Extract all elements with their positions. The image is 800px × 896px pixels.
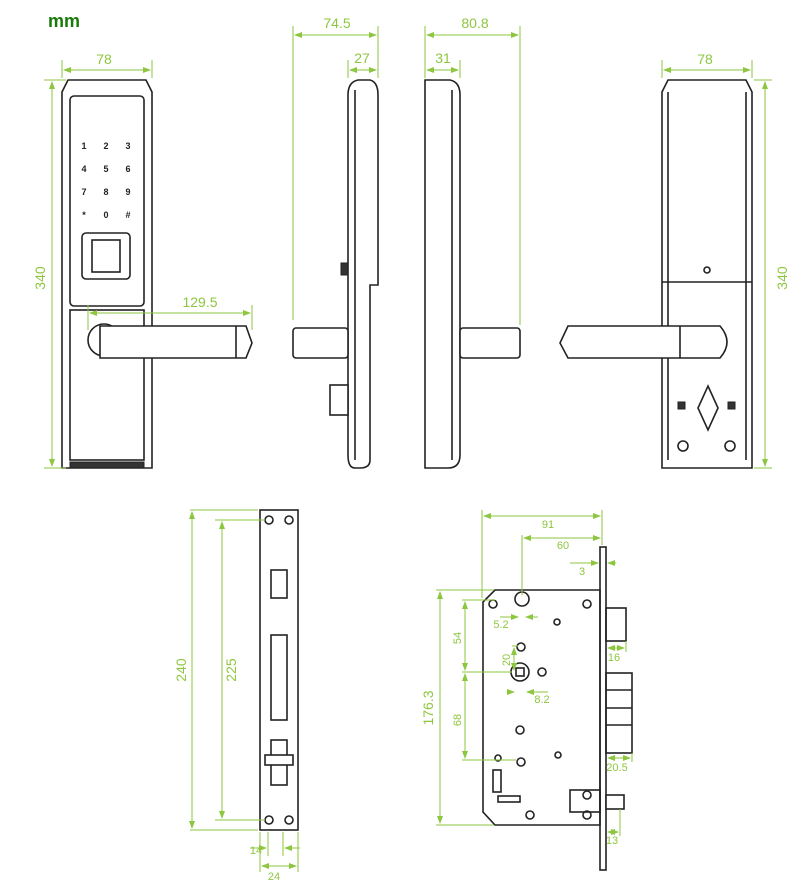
side-view-outer: 80.8 31 bbox=[424, 15, 521, 469]
keypad-key: 9 bbox=[125, 187, 130, 197]
handle bbox=[99, 325, 253, 359]
hole-spacing-label: 225 bbox=[223, 658, 239, 682]
lower-offset-label: 68 bbox=[452, 714, 464, 726]
keypad-key: 7 bbox=[81, 187, 86, 197]
keypad-key: 3 bbox=[125, 141, 130, 151]
faceplate-view: 240 225 14 24 bbox=[173, 509, 300, 883]
mortise-height-label: 176.3 bbox=[420, 690, 436, 725]
back-width-label: 78 bbox=[697, 51, 713, 67]
back-height-label: 340 bbox=[774, 266, 790, 290]
inner-width-label: 14 bbox=[250, 845, 262, 857]
keypad-key: # bbox=[125, 210, 130, 220]
spindle-square-label: 8.2 bbox=[534, 694, 549, 706]
front-width-label: 78 bbox=[96, 51, 112, 67]
faceplate-length-label: 240 bbox=[173, 658, 189, 682]
plate-thickness-label: 3 bbox=[579, 566, 585, 578]
spindle-offset-label: 54 bbox=[452, 632, 464, 644]
keypad-key: 6 bbox=[125, 164, 130, 174]
back-view: 78 340 bbox=[559, 51, 790, 469]
keypad-key: 4 bbox=[81, 164, 86, 174]
keypad: 1 2 3 4 5 6 7 8 9 * 0 # bbox=[81, 141, 130, 220]
backset-label: 60 bbox=[557, 540, 569, 552]
unit-label: mm bbox=[48, 11, 80, 31]
keypad-key: 2 bbox=[103, 141, 108, 151]
front-height-label: 340 bbox=[32, 266, 48, 290]
inner-depth-label: 74.5 bbox=[323, 15, 350, 31]
side-view-inner: 74.5 27 bbox=[292, 15, 379, 469]
keypad-key: 1 bbox=[81, 141, 86, 151]
fingerprint-sensor bbox=[81, 232, 131, 280]
mortise-width-label: 91 bbox=[542, 519, 554, 531]
mortise-view: 91 60 3 176.3 54 68 5.2 20 8.2 16 20.5 1… bbox=[420, 510, 633, 871]
keypad-key: 8 bbox=[103, 187, 108, 197]
cylinder-hole-label: 5.2 bbox=[493, 619, 508, 631]
keypad-key: 5 bbox=[103, 164, 108, 174]
upper-hole-label: 20 bbox=[501, 654, 513, 666]
latch-throw-label: 16 bbox=[608, 652, 620, 664]
outer-depth-label: 80.8 bbox=[461, 15, 488, 31]
faceplate-width-label: 24 bbox=[268, 871, 280, 883]
lower-bolt-throw-label: 13 bbox=[606, 835, 618, 847]
outer-body-depth-label: 31 bbox=[435, 50, 451, 66]
inner-body-depth-label: 27 bbox=[354, 50, 370, 66]
deadbolt-throw-label: 20.5 bbox=[606, 762, 627, 774]
handle-length-label: 129.5 bbox=[182, 294, 217, 310]
keypad-key: 0 bbox=[103, 210, 108, 220]
keypad-key: * bbox=[82, 210, 86, 220]
